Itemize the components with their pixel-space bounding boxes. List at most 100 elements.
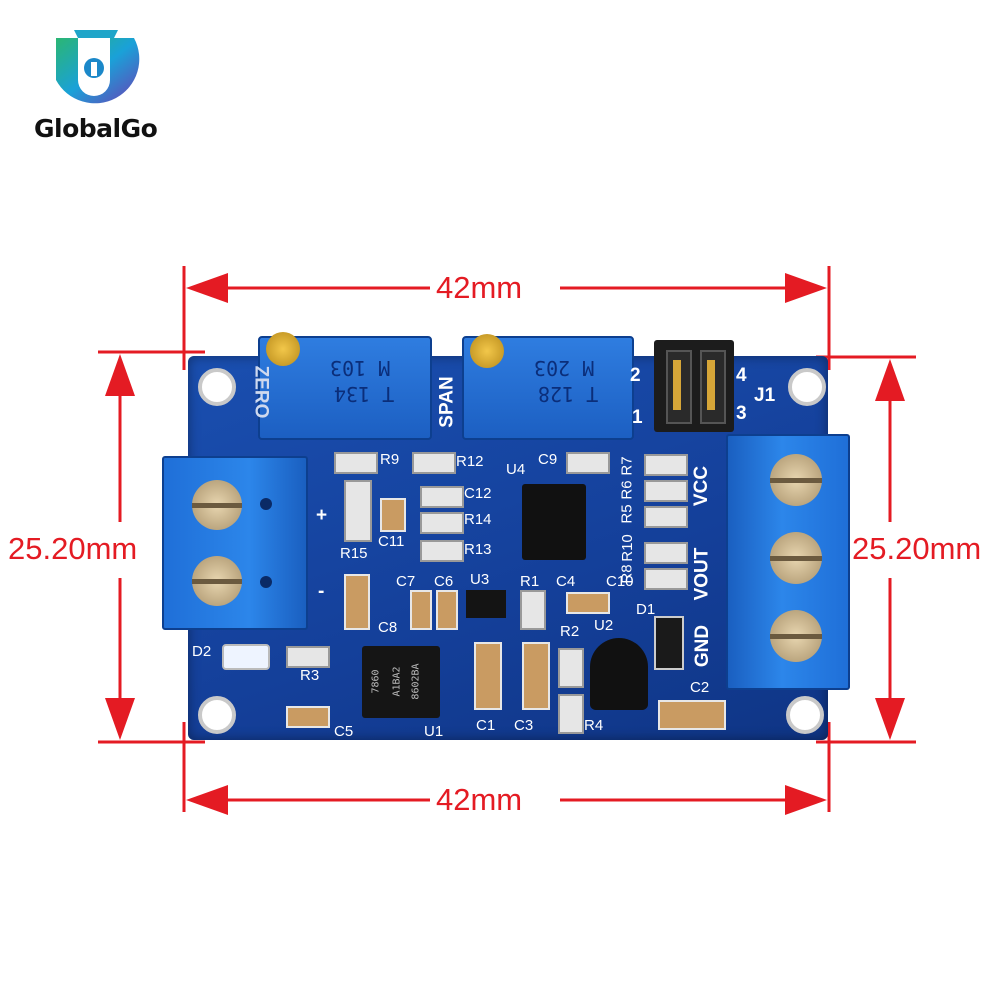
potentiometer-zero: M 103 T 134	[258, 332, 432, 440]
chip-u1-marking: A1BA2	[391, 666, 403, 697]
mounting-hole-top-right	[788, 368, 826, 406]
pot-code: M 203	[534, 356, 595, 380]
pot-adjust-screw	[470, 334, 504, 368]
regulator-u3	[466, 590, 506, 618]
chip-u1-marking: 8602BA	[410, 663, 422, 700]
label-r2: R2	[560, 623, 580, 640]
diode-d1	[654, 616, 684, 670]
dimension-bottom-width: 42mm	[434, 782, 525, 817]
globalgo-logo-icon	[56, 30, 140, 104]
label-r7: R7	[618, 456, 636, 476]
label-d1: D1	[636, 601, 656, 618]
resistor-r7	[644, 454, 688, 476]
dimension-left-height: 25.20mm	[6, 531, 140, 566]
pot-code: M 103	[330, 356, 391, 380]
terminal-label-gnd: GND	[692, 624, 714, 668]
label-u1: U1	[424, 723, 444, 740]
terminal-label-vout: VOUT	[691, 547, 713, 601]
capacitor-c8	[344, 574, 370, 630]
dimension-top-width: 42mm	[434, 270, 525, 305]
led-d2	[222, 644, 270, 670]
capacitor-c7	[410, 590, 432, 630]
resistor-c12	[420, 486, 464, 508]
label-r15: R15	[340, 545, 368, 562]
jumper-pin-3: 3	[736, 403, 747, 424]
capacitor-c11	[380, 498, 406, 532]
label-r14: R14	[464, 511, 492, 528]
label-c7: C7	[396, 573, 416, 590]
mounting-hole-top-left	[198, 368, 236, 406]
label-c1: C1	[476, 717, 496, 734]
label-d2: D2	[192, 643, 212, 660]
jumper-pin-4: 4	[736, 365, 747, 386]
capacitor-c1	[474, 642, 502, 710]
jumper-pin-2: 2	[630, 365, 641, 386]
brand-name: GlobalGo	[34, 114, 158, 143]
label-c10: C10	[606, 573, 634, 590]
label-zero: ZERO	[250, 365, 272, 419]
resistor-r9	[334, 452, 378, 474]
resistor-r12	[412, 452, 456, 474]
label-u4: U4	[506, 461, 526, 478]
label-u3: U3	[470, 571, 490, 588]
label-c5: C5	[334, 723, 354, 740]
label-r13: R13	[464, 541, 492, 558]
label-r3: R3	[300, 667, 320, 684]
resistor-r5	[644, 506, 688, 528]
label-c4: C4	[556, 573, 576, 590]
resistor-r2	[558, 648, 584, 688]
chip-u1-marking: 7860	[370, 669, 382, 694]
label-r1: R1	[520, 573, 540, 590]
label-c8: C8	[378, 619, 398, 636]
label-r9: R9	[380, 451, 400, 468]
capacitor-c4	[566, 592, 610, 614]
label-r5: R5	[618, 504, 636, 524]
resistor-r14	[420, 512, 464, 534]
terminal-block-left	[162, 456, 308, 630]
mounting-hole-bottom-right	[786, 696, 824, 734]
terminal-block-right	[726, 434, 850, 690]
jumper-pin-1: 1	[632, 407, 643, 428]
mounting-hole-bottom-left	[198, 696, 236, 734]
label-c6: C6	[434, 573, 454, 590]
resistor-r1	[520, 590, 546, 630]
jumper-j1	[654, 340, 734, 432]
label-r12: R12	[456, 453, 484, 470]
pot-sub: T 134	[334, 382, 395, 406]
capacitor-c3	[522, 642, 550, 710]
brand-logo	[48, 24, 140, 116]
pot-adjust-screw	[266, 332, 300, 366]
label-c2: C2	[690, 679, 710, 696]
label-r4: R4	[584, 717, 604, 734]
label-r10: R10	[618, 534, 636, 562]
capacitor-c2	[658, 700, 726, 730]
resistor-r15	[344, 480, 372, 542]
label-r6: R6	[618, 480, 636, 500]
polarity-plus: +	[316, 505, 328, 526]
terminal-label-vcc: VCC	[691, 465, 713, 507]
label-c11: C11	[378, 533, 405, 550]
dimension-right-height: 25.20mm	[850, 531, 984, 566]
resistor-c9	[566, 452, 610, 474]
resistor-r10	[644, 542, 688, 564]
resistor-r13	[420, 540, 464, 562]
label-c9: C9	[538, 451, 558, 468]
chip-u1: 7860 A1BA2 8602BA	[362, 646, 440, 718]
potentiometer-span: M 203 T 128	[462, 334, 634, 440]
capacitor-c5	[286, 706, 330, 728]
resistor-r3	[286, 646, 330, 668]
resistor-r6	[644, 480, 688, 502]
label-span: SPAN	[436, 376, 458, 428]
capacitor-c6	[436, 590, 458, 630]
resistor-r8	[644, 568, 688, 590]
pot-sub: T 128	[538, 382, 599, 406]
jumper-label: J1	[754, 385, 776, 406]
transistor-u2	[590, 638, 648, 710]
polarity-minus: -	[318, 581, 325, 602]
label-c12: C12	[464, 485, 492, 502]
label-c3: C3	[514, 717, 534, 734]
label-u2: U2	[594, 617, 614, 634]
resistor-r4	[558, 694, 584, 734]
chip-u4	[522, 484, 586, 560]
